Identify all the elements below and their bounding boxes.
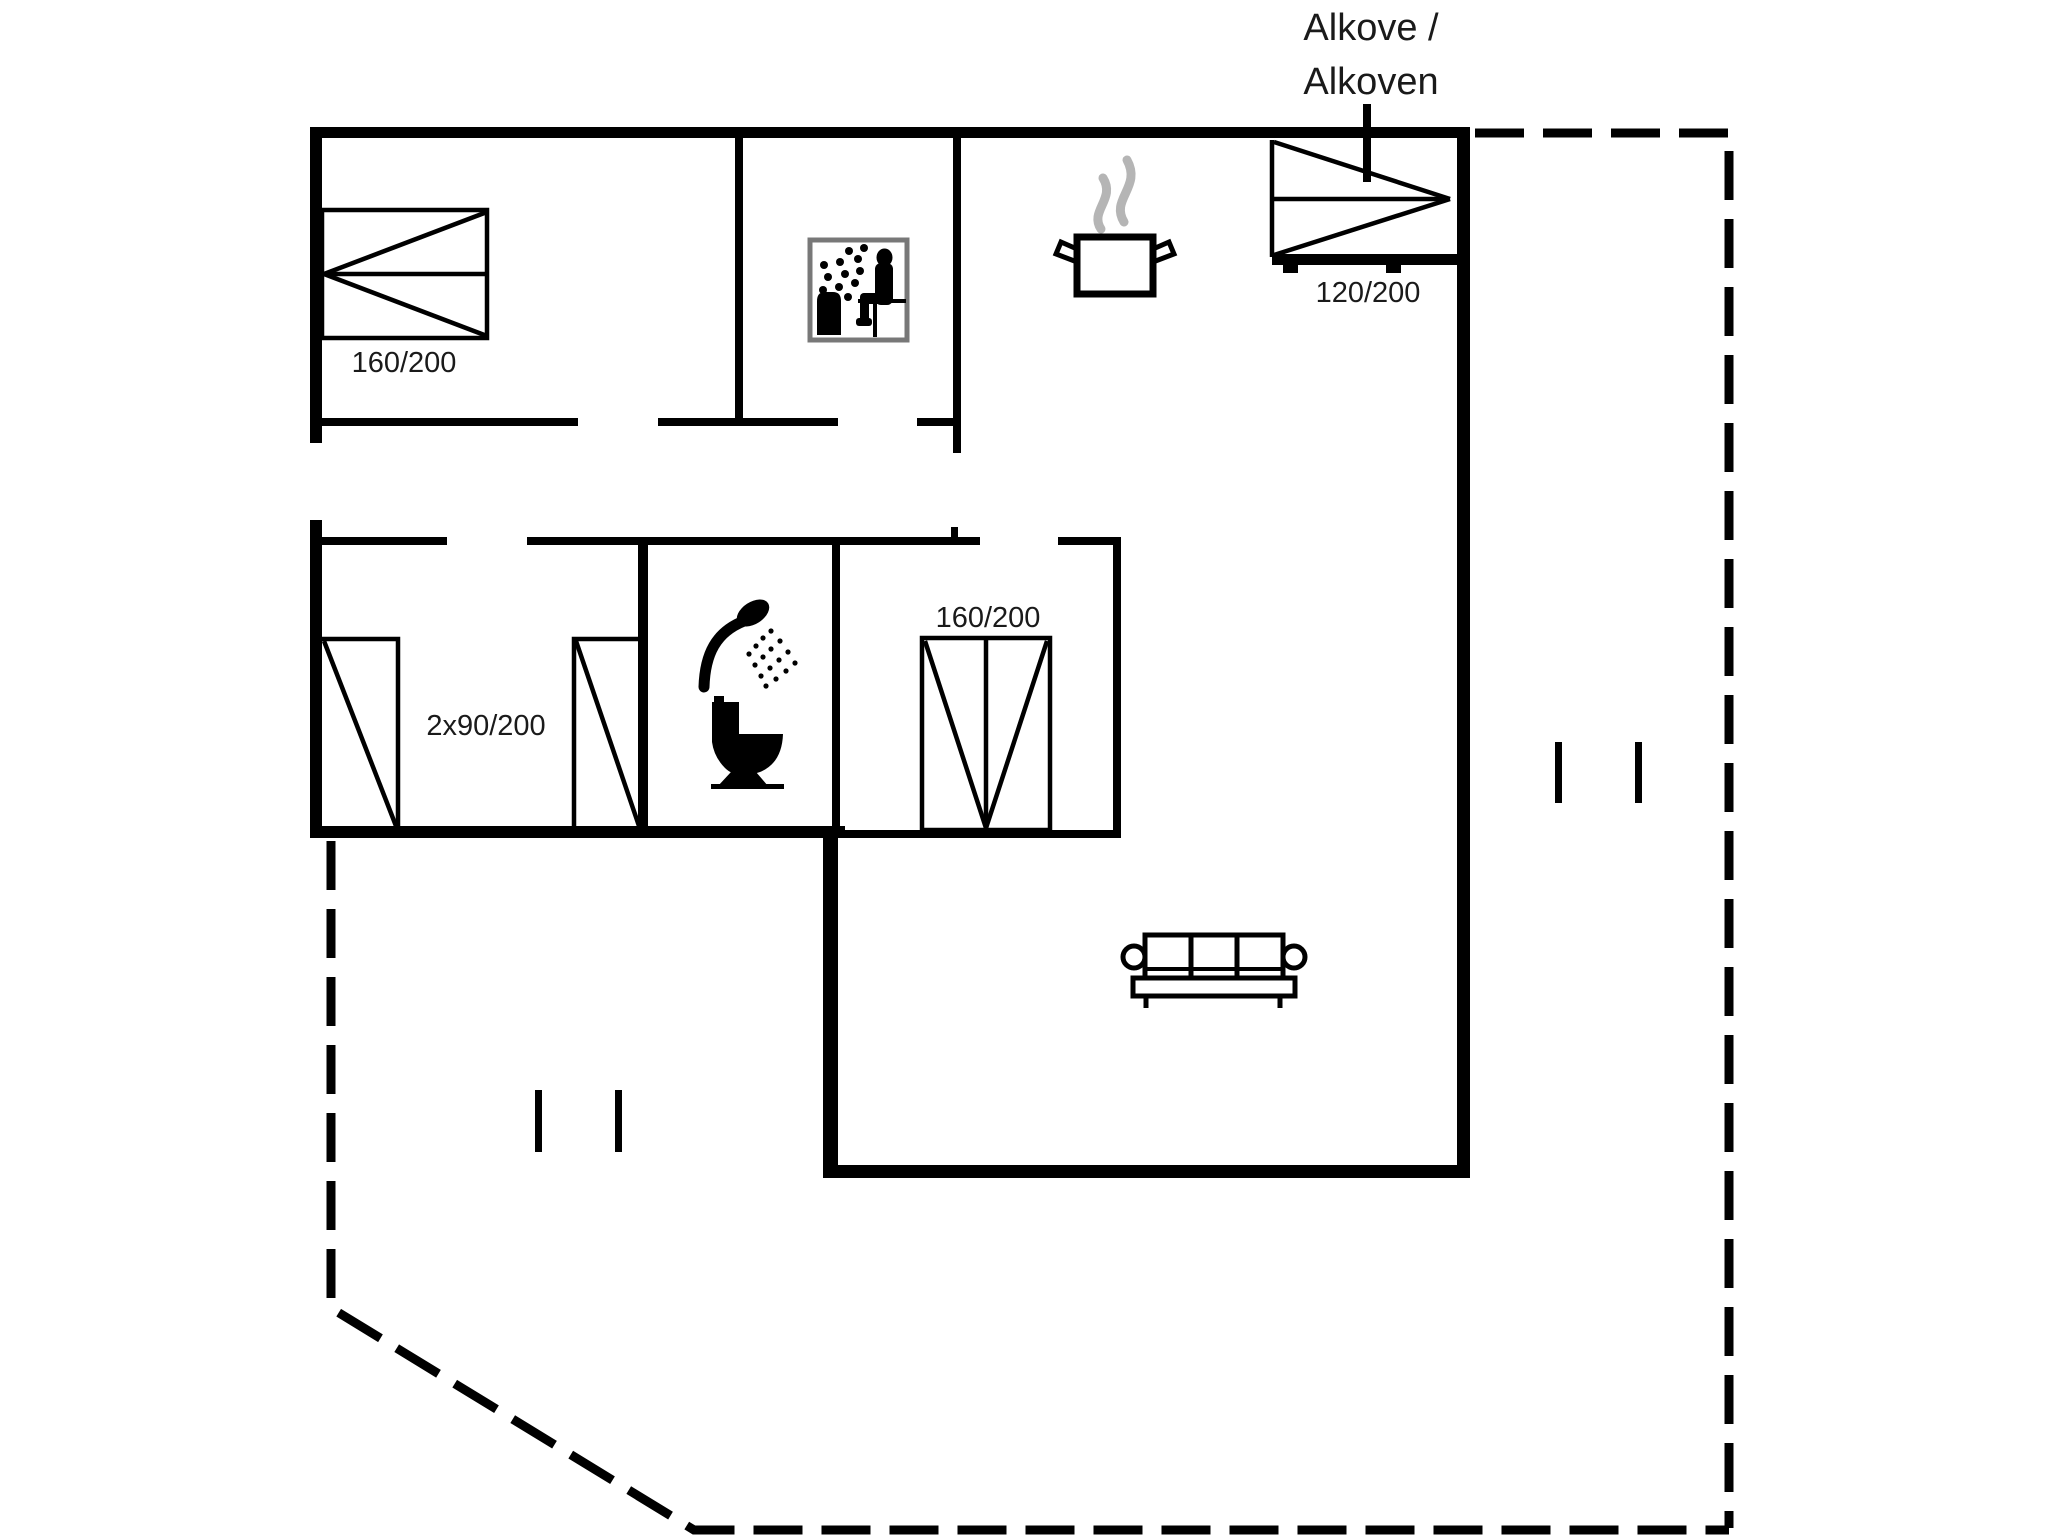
twin-bed-2-outline [571, 636, 641, 828]
double-bed-middle: 160/200 [919, 602, 1053, 833]
wall-shower-left [638, 545, 648, 833]
wall-midblock-top-c [1058, 537, 1121, 545]
interior-walls [322, 138, 1121, 838]
shower-icon [698, 599, 798, 693]
bed-stub-right [1386, 265, 1401, 273]
steam-wave-right [1115, 155, 1136, 227]
wall-livingroom-left [823, 833, 838, 1171]
toilet-base [718, 772, 768, 786]
wall-sauna-right [953, 138, 961, 453]
wall-midblock-top-b [527, 537, 980, 545]
steam-wave-left [1093, 173, 1112, 234]
toilet-icon [706, 696, 784, 789]
bed-bottom-wall [1272, 254, 1457, 265]
wall-row1-bottom-b [658, 418, 838, 426]
bed-size-label: 160/200 [352, 347, 457, 379]
terrace-boundary [326, 128, 1734, 1535]
twin-bed-2-diagonal [573, 640, 642, 827]
passage-markers [535, 742, 1642, 1152]
sofa-seat-band [1130, 975, 1298, 999]
shower-handle [698, 615, 750, 693]
toilet-tank-knob [714, 696, 724, 703]
door-tick [951, 527, 958, 545]
alkove-label-line1: Alkove / [1303, 7, 1439, 49]
wall-left-upper [310, 127, 322, 443]
bed-size-label: 2x90/200 [426, 710, 545, 742]
double-bed-top-left: 160/200 [319, 207, 490, 379]
wall-sauna-left [735, 138, 743, 426]
passage-marker-right-2 [1635, 742, 1642, 803]
wall-row1-bottom-a [322, 418, 578, 426]
sauna-stove [817, 292, 841, 335]
bed-diagonal-left [922, 640, 989, 829]
bed-diagonal-upper [323, 209, 488, 277]
alkove-annotation: Alkove / Alkoven [1303, 7, 1439, 182]
toilet-bowl [706, 734, 783, 776]
cooking-pot-icon [1052, 155, 1178, 298]
bed-size-label: 160/200 [936, 602, 1041, 634]
wall-row1-bottom-c [917, 418, 961, 426]
twin-bed-1-diagonal [321, 640, 399, 827]
wall-bedroom3-bottom [845, 830, 1121, 838]
passage-marker-left-1 [535, 1090, 542, 1152]
terrace-dashed-top-right [1475, 128, 1734, 1528]
sauna-icon [807, 237, 910, 343]
sofa-back-cushions [1142, 932, 1286, 981]
twin-bed-1-outline [322, 636, 401, 828]
wall-shower-right [832, 545, 840, 833]
wall-top [310, 127, 1470, 138]
pot-body [1073, 233, 1157, 298]
passage-marker-left-2 [615, 1090, 622, 1152]
toilet-tank [712, 702, 739, 734]
wall-livingroom-bottom [823, 1165, 1470, 1178]
bed-stub-left [1283, 265, 1298, 273]
alkove-pointer-line [1363, 104, 1371, 182]
toilet-baseline [711, 784, 784, 789]
shower-spray-dots [746, 628, 798, 689]
bed-diagonal-right [983, 640, 1050, 829]
bed-diagonal-lower [1273, 196, 1451, 258]
bed-diagonal-upper [1273, 139, 1451, 202]
terrace-dashed-left-bottom [326, 841, 1729, 1535]
twin-beds: 2x90/200 [321, 636, 642, 828]
shower-head [736, 599, 770, 627]
wall-right [1457, 127, 1470, 1178]
sofa-armrest-left [1120, 943, 1148, 971]
exterior-walls [310, 127, 1470, 1178]
sofa-armrest-right [1280, 943, 1308, 971]
passage-marker-right-1 [1555, 742, 1562, 803]
wall-left-lower [310, 520, 322, 838]
wall-midblock-top-a [322, 537, 447, 545]
sauna-person [856, 248, 893, 326]
alkove-label-line2: Alkoven [1303, 61, 1438, 103]
bed-size-label: 120/200 [1316, 277, 1421, 309]
sofa-icon [1120, 932, 1308, 1008]
wall-bedroom3-right [1113, 537, 1121, 833]
alkove-bed: 120/200 [1269, 139, 1457, 309]
bed-diagonal-lower [323, 271, 488, 339]
wall-midblock-bottom [310, 826, 845, 838]
